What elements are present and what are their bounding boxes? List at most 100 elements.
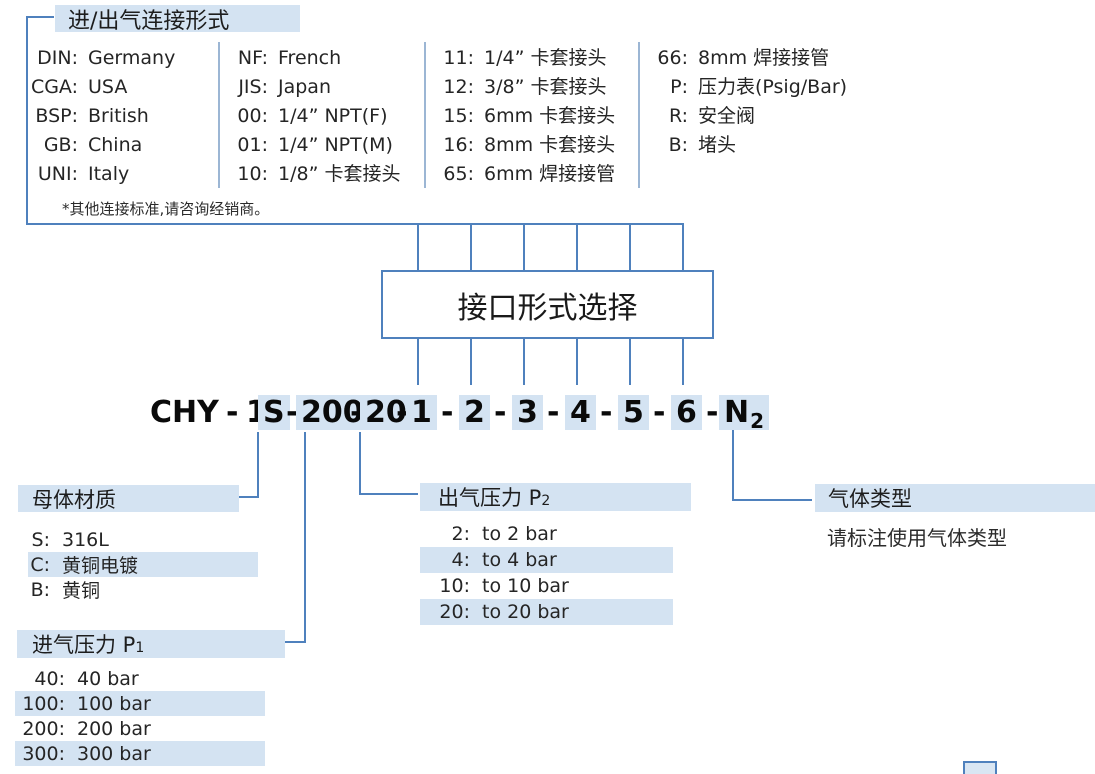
table-row: JIS:Japan	[222, 73, 400, 102]
model-code-segment: N2	[719, 395, 770, 433]
entry-code: JIS:	[238, 76, 268, 98]
entry-value: 1/4” NPT(F)	[278, 105, 388, 127]
item-code: 10:	[439, 575, 470, 597]
model-code-segment: 1	[406, 395, 437, 430]
entry-code: 01:	[237, 134, 268, 156]
outlet-pressure-connector-vertical	[359, 432, 361, 495]
list-item: 300:300 bar	[15, 741, 265, 766]
top-stub-line	[523, 225, 525, 270]
model-code-segment: 200	[296, 395, 369, 430]
bottom-stub-line	[576, 337, 578, 385]
list-item: 40:40 bar	[15, 666, 265, 691]
table-row: 11:1/4” 卡套接头	[428, 44, 615, 73]
entry-code: BSP:	[35, 105, 78, 127]
list-item: 100: 100 bar	[15, 691, 265, 716]
entry-value: 8mm 卡套接头	[484, 134, 616, 156]
table-row: 01: 1/4” NPT(M)	[222, 131, 400, 160]
entry-value: 压力表(Psig/Bar)	[698, 76, 848, 98]
connection-section-title-text: 进/出气连接形式	[68, 8, 230, 34]
item-value: 200 bar	[77, 717, 151, 740]
table-row: 00: 1/4” NPT(F)	[222, 102, 400, 131]
entry-value: 8mm 焊接接管	[698, 47, 830, 69]
item-value: 316L	[62, 528, 109, 551]
top-stub-line	[576, 225, 578, 270]
model-code-segment: -	[600, 395, 613, 430]
table-row: R:安全阀	[642, 102, 847, 131]
entry-value: 安全阀	[698, 105, 756, 127]
entry-code: B:	[668, 134, 688, 156]
model-code-segment: -	[286, 395, 299, 430]
item-code: 100:	[22, 692, 65, 715]
outlet-pressure-title-subscript: 2	[541, 493, 551, 509]
main-connector-line	[26, 223, 684, 225]
entry-value: 堵头	[698, 134, 737, 156]
entry-code: 66:	[657, 47, 688, 69]
interface-selector-box: 接口形式选择	[381, 270, 714, 339]
model-code-segment: S	[258, 395, 290, 430]
model-code-segment: -	[547, 395, 560, 430]
entry-code: 00:	[237, 105, 268, 127]
item-value: to 4 bar	[482, 549, 557, 571]
entry-code: 15:	[443, 105, 474, 127]
table-row: UNI:Italy	[30, 160, 175, 189]
entry-value: 1/4” NPT(M)	[278, 134, 393, 156]
entry-value: 6mm 卡套接头	[484, 105, 616, 127]
item-code: 4:	[451, 549, 471, 571]
gas-type-connector-horizontal	[734, 499, 812, 501]
table-row: 10:1/8” 卡套接头	[222, 160, 400, 189]
item-value: to 20 bar	[482, 601, 569, 623]
model-code-segment: 5	[618, 395, 649, 430]
table-row: CGA:USA	[30, 73, 175, 102]
bottom-stub-line	[629, 337, 631, 385]
inlet-pressure-connector-vertical	[304, 432, 306, 643]
bottom-stub-line	[417, 337, 419, 385]
model-code-subscript: 2	[750, 409, 765, 433]
bottom-stub-line	[470, 337, 472, 385]
table-row: 65:6mm 焊接接管	[428, 160, 615, 189]
body-material-title: 母体材质	[18, 485, 239, 512]
body-material-connector-horizontal	[228, 496, 259, 498]
gas-type-connector-vertical	[732, 430, 734, 501]
gas-type-title-text: 气体类型	[828, 487, 912, 511]
model-code-segment: 2	[459, 395, 490, 430]
body-material-connector-vertical	[257, 432, 259, 498]
entry-code: DIN:	[37, 47, 78, 69]
model-code-segment: 3	[512, 395, 543, 430]
inlet-pressure-title-text: 进气压力 P	[32, 633, 136, 657]
bracket-vertical-line	[26, 16, 28, 225]
bottom-stub-line	[682, 337, 684, 385]
item-value: 40 bar	[77, 667, 139, 690]
entry-code: 16:	[443, 134, 474, 156]
table-divider-1	[218, 42, 220, 188]
list-item: C:黄铜电镀	[28, 552, 258, 577]
model-code-segment: -	[706, 395, 719, 430]
entry-code: GB:	[43, 134, 78, 156]
item-code: 200:	[22, 717, 65, 740]
item-value: to 2 bar	[482, 523, 557, 545]
table-divider-3	[638, 42, 640, 188]
model-code-segment: 6	[671, 395, 702, 430]
model-code-segment: -	[396, 395, 409, 430]
entry-code: 65:	[443, 163, 474, 185]
item-value: 黄铜	[62, 580, 101, 602]
entry-value: 1/8” 卡套接头	[278, 163, 401, 185]
entry-code: P:	[670, 76, 688, 98]
gas-type-title: 气体类型	[815, 484, 1095, 512]
list-item: 4: to 4 bar	[420, 547, 673, 573]
item-value: 100 bar	[77, 692, 151, 715]
table-row: B: 堵头	[642, 131, 847, 160]
entry-value: USA	[88, 76, 128, 98]
outlet-pressure-connector-horizontal	[361, 493, 418, 495]
item-code: C:	[30, 553, 50, 576]
list-item: S:316L	[28, 527, 258, 552]
item-code: B:	[30, 578, 50, 601]
outlet-pressure-title-text: 出气压力 P	[438, 486, 542, 510]
table-row: GB:China	[30, 131, 175, 160]
item-code: 2:	[451, 523, 471, 545]
